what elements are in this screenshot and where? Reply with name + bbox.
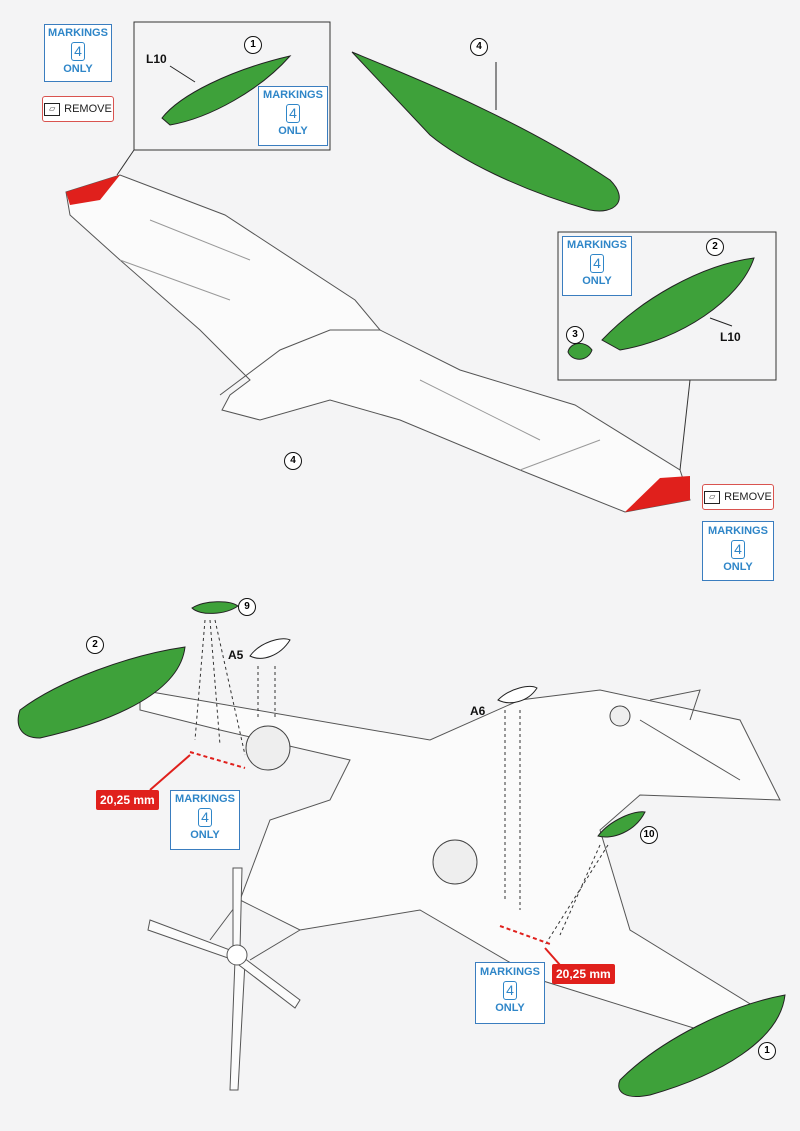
step-number-4-wing: 4 bbox=[284, 452, 302, 470]
markings-badge-top-left: MARKINGS 4 ONLY bbox=[44, 24, 112, 82]
underside-tank-2 bbox=[17, 646, 186, 739]
remove-icon: ▱ bbox=[44, 102, 61, 116]
part-A5 bbox=[249, 638, 291, 659]
remove-icon: ▱ bbox=[704, 490, 721, 504]
step-number-2-top: 2 bbox=[706, 238, 724, 256]
dimension-label-right: 20,25 mm bbox=[552, 964, 615, 984]
drop-tank-1 bbox=[161, 55, 292, 126]
markings-badge-top-right: MARKINGS 4 ONLY bbox=[702, 521, 774, 581]
inset-frame-2 bbox=[557, 231, 777, 381]
drop-tank-4 bbox=[351, 51, 620, 212]
remove-area-right-tip bbox=[625, 476, 690, 512]
part-label-L10-top: L10 bbox=[146, 52, 167, 66]
propeller bbox=[147, 867, 301, 1091]
markings-badge-inset-1: MARKINGS 4 ONLY bbox=[258, 86, 328, 146]
step-number-1-bottom: 1 bbox=[758, 1042, 776, 1060]
part-label-A5: A5 bbox=[228, 648, 244, 662]
step-number-4-tank: 4 bbox=[470, 38, 488, 56]
remove-callout-top-left: ▱ REMOVE bbox=[42, 96, 114, 122]
step-number-10: 10 bbox=[640, 826, 658, 844]
part-10 bbox=[597, 811, 646, 838]
markings-badge-bottom-left: MARKINGS 4 ONLY bbox=[170, 790, 240, 850]
step-number-9: 9 bbox=[238, 598, 256, 616]
tank-nose-3 bbox=[567, 343, 593, 360]
step-number-1-top: 1 bbox=[244, 36, 262, 54]
markings-badge-bottom-right: MARKINGS 4 ONLY bbox=[475, 962, 545, 1024]
upper-wing-drawing bbox=[65, 174, 691, 513]
dimension-label-left: 20,25 mm bbox=[96, 790, 159, 810]
part-label-L10-right: L10 bbox=[720, 330, 741, 344]
inset-frame-1 bbox=[133, 21, 331, 151]
markings-badge-inset-2: MARKINGS 4 ONLY bbox=[562, 236, 632, 296]
main-wheels bbox=[245, 705, 631, 885]
underside-tank-1 bbox=[618, 994, 786, 1097]
part-label-A6: A6 bbox=[470, 704, 486, 718]
remove-area-left-tip bbox=[66, 175, 120, 205]
part-9 bbox=[191, 601, 239, 614]
step-number-2-bottom: 2 bbox=[86, 636, 104, 654]
step-number-3-top: 3 bbox=[566, 326, 584, 344]
drop-tank-2 bbox=[601, 257, 755, 351]
remove-callout-right: ▱ REMOVE bbox=[702, 484, 774, 510]
part-A6 bbox=[497, 686, 538, 704]
